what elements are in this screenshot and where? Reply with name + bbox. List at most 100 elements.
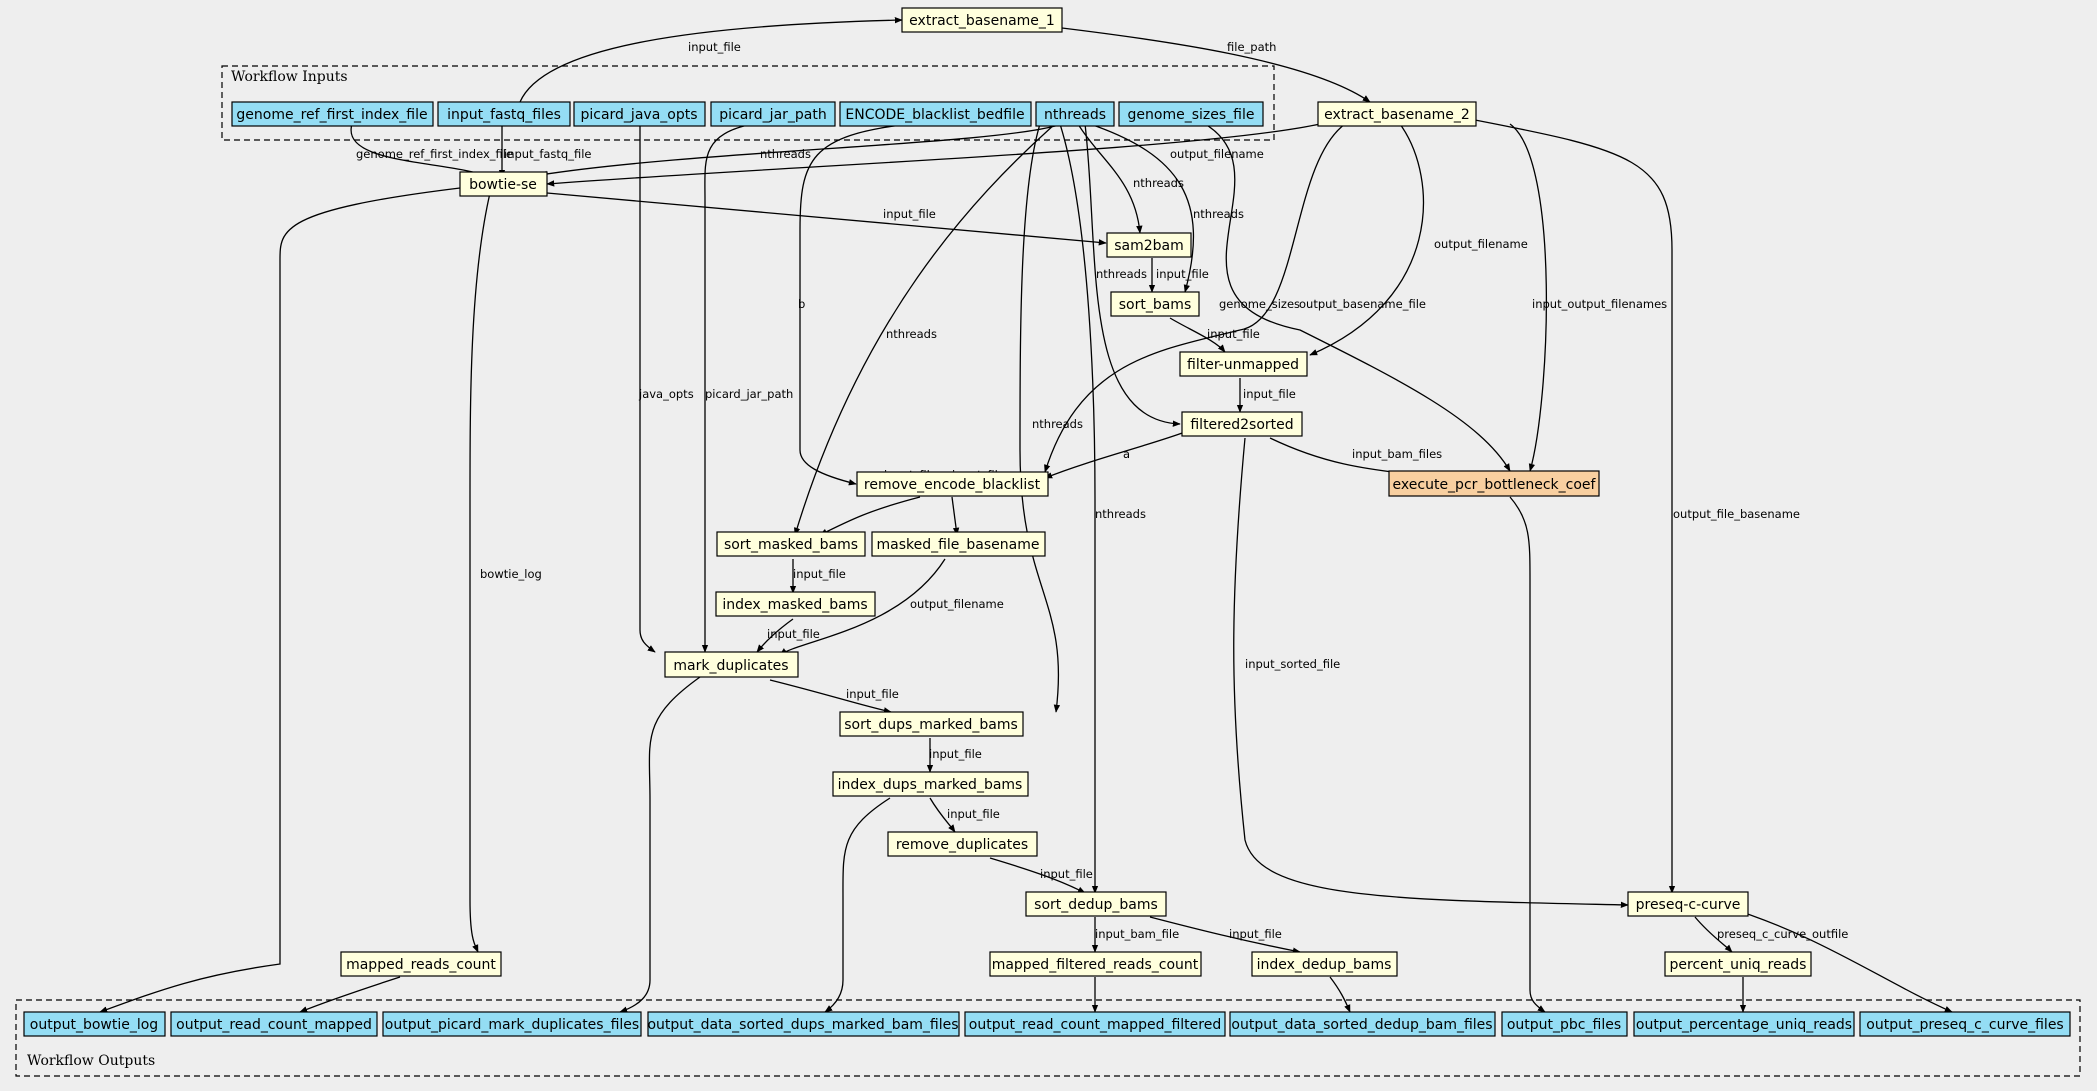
edge-mark-to-output-picard [619,676,701,1013]
edge-label-genome-sizes: genome_sizes [1219,297,1300,311]
output-data-sorted-dedup-bam-files[interactable]: output_data_sorted_dedup_bam_files [1229,1011,1496,1037]
node-label: bowtie-se [469,177,537,193]
node-extract-basename-1[interactable]: extract_basename_1 [901,7,1063,33]
node-sort-dedup-bams[interactable]: sort_dedup_bams [1025,891,1167,917]
node-label: mapped_filtered_reads_count [992,957,1199,973]
node-label: percent_uniq_reads [1670,957,1807,973]
node-mapped-reads-count[interactable]: mapped_reads_count [340,951,502,977]
edge-label-input-bam-file: input_bam_file [1095,927,1179,941]
edge-label-input-fastq-file: input_fastq_file [504,147,592,161]
input-genome-ref-first-index-file[interactable]: genome_ref_first_index_file [231,101,434,127]
node-label: remove_duplicates [896,837,1028,853]
input-genome-sizes-file[interactable]: genome_sizes_file [1118,101,1264,127]
edge-nthreads-to-sort-dups [1019,123,1061,713]
workflow-outputs-label: Workflow Outputs [27,1053,155,1069]
node-label: extract_basename_1 [909,13,1055,29]
edge-label-input-file-filtered2sorted: input_file [1243,387,1296,401]
input-fastq-files[interactable]: input_fastq_files [437,101,571,127]
edge-remove-to-sort-dedup [989,857,1086,894]
edge-preseq-to-percent [1694,916,1733,953]
node-remove-duplicates[interactable]: remove_duplicates [887,831,1038,857]
node-label: sort_dups_marked_bams [844,717,1018,733]
node-index-dups-marked-bams[interactable]: index_dups_marked_bams [832,771,1029,797]
edge-nthreads-to-filtered2sorted [1084,123,1181,427]
output-bowtie-log[interactable]: output_bowtie_log [23,1011,166,1037]
node-label: genome_ref_first_index_file [236,107,427,123]
workflow-inputs-cluster: Workflow Inputs [221,65,1275,141]
node-label: nthreads [1044,107,1106,123]
edge-label-input-file-sort-dups: input_file [846,687,899,701]
workflow-outputs-cluster: Workflow Outputs [15,999,2081,1077]
node-mapped-filtered-reads-count[interactable]: mapped_filtered_reads_count [989,951,1202,977]
node-label: input_fastq_files [447,107,561,123]
node-index-masked-bams[interactable]: index_masked_bams [715,591,876,617]
edge-label-java-opts: java_opts [638,387,694,401]
edge-label-output-basename-file: output_basename_file [1299,297,1426,311]
node-bowtie-se[interactable]: bowtie-se [459,171,548,197]
node-label: sort_bams [1119,297,1192,313]
output-picard-mark-duplicates-files[interactable]: output_picard_mark_duplicates_files [382,1011,642,1037]
node-filtered2sorted[interactable]: filtered2sorted [1181,411,1303,437]
node-mark-duplicates[interactable]: mark_duplicates [664,651,799,678]
edge-label-nthreads-filtered2sorted: nthreads [1096,267,1147,281]
edge-labels: input_file file_path genome_ref_first_in… [356,40,1848,941]
input-picard-jar-path[interactable]: picard_jar_path [710,101,836,127]
edge-eb2-to-preseq [1474,119,1676,894]
node-label: preseq-c-curve [1636,897,1741,913]
edge-nthreads-to-sort-masked [794,123,1056,536]
node-label: sort_masked_bams [724,537,858,553]
output-pbc-files[interactable]: output_pbc_files [1501,1011,1628,1037]
edge-index-masked-to-mark [756,618,794,653]
edge-label-input-file-sort-dedup: input_file [1040,867,1093,881]
edge-label-nthreads-sort-masked: nthreads [886,327,937,341]
node-masked-file-basename[interactable]: masked_file_basename [871,531,1046,557]
node-sort-masked-bams[interactable]: sort_masked_bams [716,531,866,557]
node-filter-unmapped[interactable]: filter-unmapped [1179,351,1308,377]
node-label: output_data_sorted_dups_marked_bam_files [647,1017,958,1033]
node-remove-encode-blacklist[interactable]: remove_encode_blacklist [856,471,1049,497]
node-label: index_dups_marked_bams [838,777,1023,793]
edge-mark-to-sort-dups [769,679,892,714]
workflow-inputs-label: Workflow Inputs [231,69,348,85]
edge-eb2-to-bowtie [546,123,1321,187]
edge-label-output-filename-bowtie: output_filename [1170,147,1264,161]
node-index-dedup-bams[interactable]: index_dedup_bams [1251,951,1398,977]
node-execute-pcr-bottleneck-coef[interactable]: execute_pcr_bottleneck_coef [1388,470,1600,497]
node-label: sort_dedup_bams [1034,897,1158,913]
node-label: picard_java_opts [580,107,697,123]
edge-label-bowtie-log: bowtie_log [480,567,542,581]
input-encode-blacklist-bedfile[interactable]: ENCODE_blacklist_bedfile [839,101,1032,127]
input-picard-java-opts[interactable]: picard_java_opts [573,101,706,127]
node-label: picard_jar_path [719,107,827,123]
node-label: index_dedup_bams [1257,957,1392,973]
node-label: mark_duplicates [673,658,788,674]
edge-label-nthreads-bowtie: nthreads [760,147,811,161]
node-sort-bams[interactable]: sort_bams [1110,291,1200,317]
output-percentage-uniq-reads[interactable]: output_percentage_uniq_reads [1633,1011,1855,1037]
node-sam2bam[interactable]: sam2bam [1106,232,1192,258]
node-extract-basename-2[interactable]: extract_basename_2 [1317,101,1477,127]
edge-nthreads-to-sort-bams [1089,123,1195,293]
node-label: output_read_count_mapped [176,1017,372,1033]
edge-label-input-file-sort-bams: input_file [1156,267,1209,281]
edge-label-input-file-sam2bam: input_file [883,207,936,221]
node-percent-uniq-reads[interactable]: percent_uniq_reads [1664,951,1812,977]
edge-bowtie-to-output-bowtie-log [99,187,461,1013]
node-sort-dups-marked-bams[interactable]: sort_dups_marked_bams [839,711,1024,737]
node-preseq-c-curve[interactable]: preseq-c-curve [1627,891,1749,917]
edge-label-a: a [1123,447,1130,461]
output-read-count-mapped-filtered[interactable]: output_read_count_mapped_filtered [964,1011,1226,1037]
output-data-sorted-dups-marked-bam-files[interactable]: output_data_sorted_dups_marked_bam_files [647,1011,960,1037]
edge-sort-bams-to-filter [1169,317,1226,353]
output-preseq-c-curve-files[interactable]: output_preseq_c_curve_files [1859,1011,2071,1037]
edge-label-output-filename-mark: output_filename [910,597,1004,611]
node-label: index_masked_bams [722,597,867,613]
node-label: ENCODE_blacklist_bedfile [845,107,1024,123]
edge-eb2-to-blacklist [1044,123,1346,473]
output-read-count-mapped[interactable]: output_read_count_mapped [170,1011,378,1037]
node-label: output_picard_mark_duplicates_files [385,1017,639,1033]
node-label: sam2bam [1114,238,1184,254]
input-nthreads[interactable]: nthreads [1035,101,1115,127]
edge-label-b: b [798,297,805,311]
edge-masked-basename-to-mark [779,558,946,656]
